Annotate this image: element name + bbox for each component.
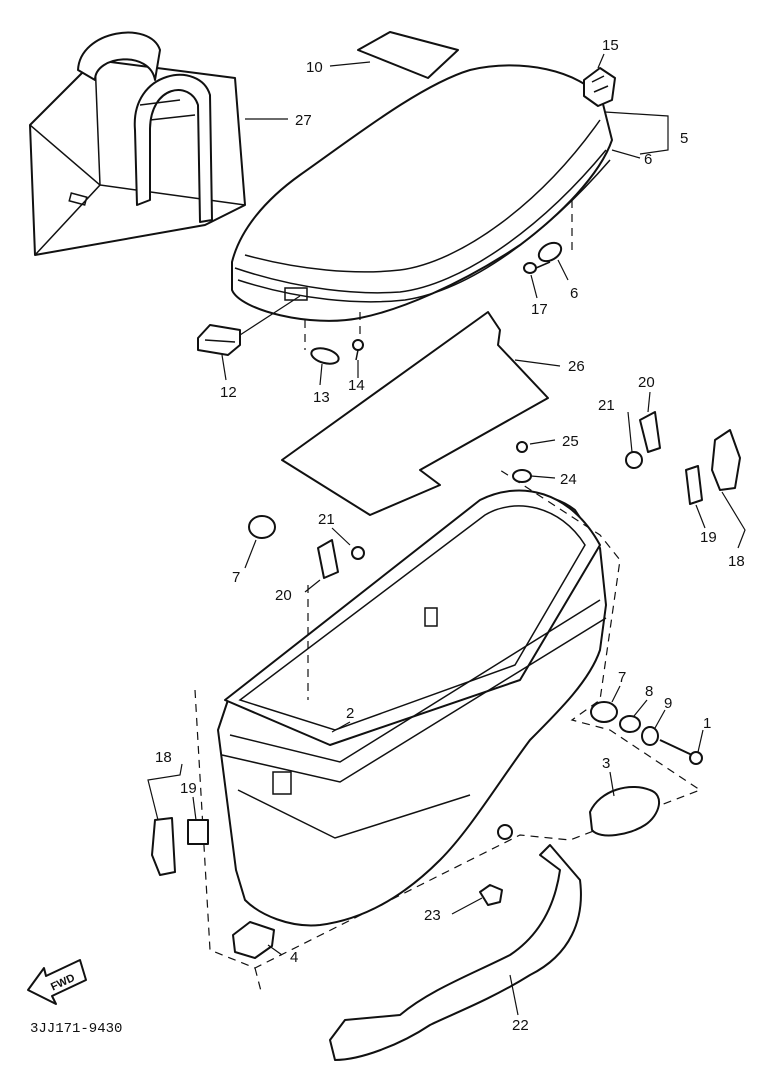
callout-9: 9 [664, 695, 672, 712]
callout-13: 13 [313, 389, 330, 406]
fwd-arrow-icon: FWD [27, 959, 87, 1005]
part-2-saddlebag-case [217, 489, 607, 927]
drawing-code: 3JJ171-9430 [30, 1021, 122, 1037]
part-18-lock-set-right [711, 429, 741, 491]
callout-7-left: 7 [232, 569, 240, 586]
part-17-screw [523, 261, 551, 274]
callout-22: 22 [512, 1017, 529, 1034]
callout-2: 2 [346, 705, 354, 722]
part-3-bracket [589, 786, 660, 837]
callout-18-right: 18 [728, 553, 745, 570]
callout-12: 12 [220, 384, 237, 401]
callout-6-washer: 6 [570, 285, 578, 302]
part-19-lock-right [685, 465, 703, 505]
part-10-pad [357, 31, 459, 79]
callout-18-left: 18 [155, 749, 172, 766]
callout-4: 4 [290, 949, 298, 966]
part-12-hinge [197, 324, 241, 356]
callout-20-left: 20 [275, 587, 292, 604]
part-27-inner-bag [29, 31, 246, 256]
part-13-plate [310, 347, 340, 365]
part-20-bracket-right [625, 411, 661, 469]
callout-14: 14 [348, 377, 365, 394]
callout-25: 25 [562, 433, 579, 450]
part-9-washer [641, 726, 659, 746]
callout-8: 8 [645, 683, 653, 700]
part-25-bolt [516, 441, 528, 453]
part-14-screw [352, 339, 364, 361]
callout-27: 27 [295, 112, 312, 129]
part-15-latch [583, 67, 616, 107]
part-20-bracket-left [317, 539, 339, 579]
callout-19-right: 19 [700, 529, 717, 546]
assembly-boundary [194, 469, 702, 969]
part-4-hinge [232, 921, 275, 959]
callout-10: 10 [306, 59, 323, 76]
part-7-rubber-left [248, 515, 276, 539]
callout-1: 1 [703, 715, 711, 732]
part-5-lid-assembly [231, 64, 613, 322]
callout-21-left: 21 [318, 511, 335, 528]
part-1-bolt [659, 739, 703, 765]
part-21-nut-left [351, 546, 365, 560]
part-6-washer [537, 241, 563, 263]
part-18-lock-set-left [151, 817, 176, 876]
callout-6-lid: 6 [644, 151, 652, 168]
callout-19-left: 19 [180, 780, 197, 797]
part-22-lower-guard [329, 844, 582, 1061]
callout-23: 23 [424, 907, 441, 924]
callout-26: 26 [568, 358, 585, 375]
callout-15: 15 [602, 37, 619, 54]
callout-leaders [147, 53, 746, 1016]
callout-24: 24 [560, 471, 577, 488]
part-8-collar [619, 715, 641, 733]
part-23-pad [479, 884, 503, 906]
callout-7-right: 7 [618, 669, 626, 686]
callout-labels: 27 10 15 5 6 6 17 12 13 14 26 20 21 25 2… [155, 37, 745, 1034]
callout-5: 5 [680, 130, 688, 147]
part-19-lock-left [187, 819, 209, 845]
callout-3: 3 [602, 755, 610, 772]
callout-17: 17 [531, 301, 548, 318]
part-7-rubber-right [590, 701, 618, 723]
part-26-liner [281, 311, 549, 516]
callout-20-right: 20 [638, 374, 655, 391]
callout-21-right: 21 [598, 397, 615, 414]
